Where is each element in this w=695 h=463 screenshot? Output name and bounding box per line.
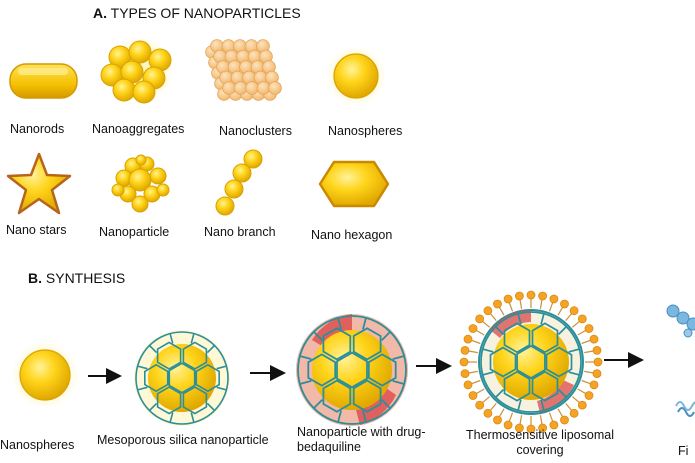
label-nano-branch: Nano branch: [204, 225, 276, 239]
label-step-final: Fi: [678, 444, 689, 458]
nano-branch-shape: [215, 149, 263, 216]
nanorod-shape: [9, 63, 78, 99]
label-step-liposome: Thermosensitive liposomal covering: [466, 428, 614, 457]
nanoparticle-blob-shape: [111, 154, 170, 213]
nano-hexagon-shape: [318, 160, 390, 208]
nanoparticle-with-drug: [296, 314, 408, 426]
final-product-partial: [666, 304, 695, 417]
section-b-heading: B. SYNTHESIS: [28, 270, 126, 286]
label-nano-stars: Nano stars: [6, 223, 67, 237]
thermosensitive-liposome: [459, 290, 603, 434]
label-step-drug: Nanoparticle with drug- bedaquiline: [297, 425, 426, 454]
nanosphere-shape: [326, 46, 386, 106]
label-step-nanospheres: Nanospheres: [0, 438, 75, 452]
mesoporous-silica-nanoparticle: [134, 330, 230, 426]
nano-star-shape: [6, 152, 72, 215]
label-nanoclusters: Nanoclusters: [219, 124, 292, 138]
label-nano-hexagon: Nano hexagon: [311, 228, 393, 242]
label-nanoaggregates: Nanoaggregates: [92, 122, 185, 136]
label-nanoparticle: Nanoparticle: [99, 225, 170, 239]
nanocluster-shape: [205, 39, 282, 101]
section-a-heading: A. TYPES OF NANOPARTICLES: [93, 5, 301, 21]
label-nanorods: Nanorods: [10, 122, 65, 136]
synthesis-nanosphere: [11, 341, 79, 409]
nanoaggregate-shape: [100, 36, 174, 104]
label-step-mesoporous: Mesoporous silica nanoparticle: [97, 433, 269, 447]
label-nanospheres: Nanospheres: [328, 124, 403, 138]
